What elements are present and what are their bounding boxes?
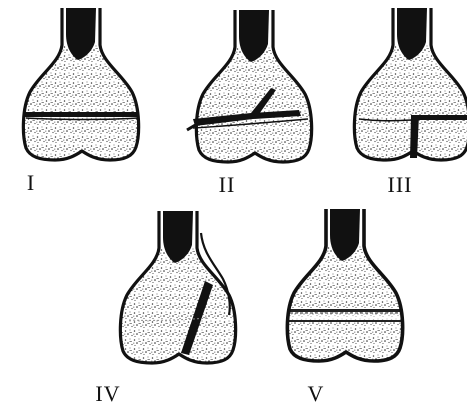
panel-type-4 [120,211,235,363]
label-type-3: III [388,174,413,196]
label-type-1: I [27,172,35,194]
label-type-5: V [308,383,325,405]
label-type-4: IV [95,383,120,405]
panel-type-3 [354,8,467,160]
panel-type-2 [187,10,312,162]
panel-type-1 [23,8,138,160]
panel-type-5 [287,209,402,361]
label-type-2: II [219,174,236,196]
